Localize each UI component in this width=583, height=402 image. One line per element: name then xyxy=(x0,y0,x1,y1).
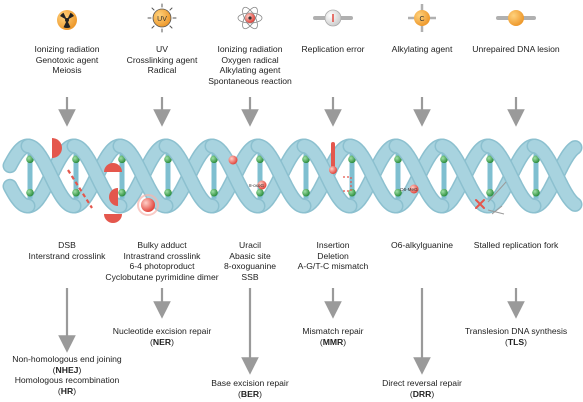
repair-label-tls: Translesion DNA synthesis (TLS) xyxy=(464,326,568,347)
oxygen-radical-icon xyxy=(237,6,263,30)
helix-front-segment-21 xyxy=(298,140,356,212)
lesion-label-5: O6-alkylguanine xyxy=(390,240,454,250)
base-pair-rung xyxy=(211,153,217,199)
helix-front-segment-7 xyxy=(252,140,310,212)
agent-arrows xyxy=(58,97,525,127)
base-pair-rung xyxy=(303,153,309,199)
uv-icon: UV xyxy=(147,3,177,33)
nucleotide-base xyxy=(348,155,356,164)
base-pair-rung xyxy=(487,153,493,199)
stalled-fork-x xyxy=(475,199,485,209)
replication-error-icon xyxy=(313,9,353,27)
helix-front-segment-25 xyxy=(482,140,540,212)
nucleotide-base xyxy=(440,188,448,197)
helix-front-segment-15 xyxy=(22,140,80,212)
oxoguanine-marker xyxy=(257,180,267,190)
helix-front-segment-1 xyxy=(4,180,34,212)
nucleotide-base xyxy=(118,188,126,197)
helix-front-segment-11 xyxy=(436,140,494,212)
repair-label-mmr: Mismatch repair (MMR) xyxy=(302,326,364,347)
nucleotide-base xyxy=(164,155,172,164)
nucleotide-base xyxy=(394,188,402,197)
nucleotide-base xyxy=(118,155,126,164)
uv-icon-label: UV xyxy=(157,16,167,23)
helix-front-segment-23 xyxy=(390,140,448,212)
nucleotide-base xyxy=(440,155,448,164)
insertion-marker xyxy=(331,142,335,170)
nucleotide-base xyxy=(26,188,34,197)
dsb-break-left xyxy=(52,138,62,158)
base-pair-rung xyxy=(533,153,539,199)
helix-front-segment-13 xyxy=(528,140,581,211)
dna-helix-front-strand xyxy=(2,138,583,214)
nucleotide-base xyxy=(210,155,218,164)
base-pair-rung xyxy=(441,153,447,199)
repair-arrows xyxy=(58,288,525,375)
agent-label-6: Unrepaired DNA lesion xyxy=(472,44,560,54)
nucleotide-base xyxy=(26,155,34,164)
nucleotide-base xyxy=(394,155,402,164)
helix-front-segment-5 xyxy=(160,140,218,212)
agent-label-4: Replication error xyxy=(301,44,365,54)
repair-label-ber: Base excision repair (BER) xyxy=(211,378,289,399)
nucleotide-base xyxy=(256,188,264,197)
base-pair-rung xyxy=(27,153,33,199)
base-pair-rung xyxy=(395,153,401,199)
radiation-icon xyxy=(57,10,77,30)
o6-alkylguanine-marker xyxy=(409,184,419,194)
deletion-marker xyxy=(343,176,352,192)
fork-pointer xyxy=(487,181,507,203)
nucleotide-base xyxy=(210,188,218,197)
nucleotide-base xyxy=(302,188,310,197)
bulky-adduct xyxy=(141,198,155,212)
dsb-break-top xyxy=(104,163,122,172)
lesion-label-6: Stalled replication fork xyxy=(473,240,559,250)
nucleotide-base xyxy=(532,155,540,164)
base-pair-rung xyxy=(165,153,171,199)
dna-base-pairs xyxy=(26,153,540,199)
nucleotide-base xyxy=(532,188,540,197)
alkylguanine-label: O6-MeG xyxy=(400,187,418,192)
base-pair-rung xyxy=(119,153,125,199)
nucleotide-base xyxy=(72,188,80,197)
dna-lesion-icon xyxy=(496,10,536,26)
agent-label-5: Alkylating agent xyxy=(391,44,453,54)
helix-front-segment-19 xyxy=(206,140,264,212)
nucleotide-base xyxy=(72,155,80,164)
nucleotide-base xyxy=(486,188,494,197)
nucleotide-base xyxy=(486,155,494,164)
nucleotide-base xyxy=(348,188,356,197)
helix-front-segment-9 xyxy=(344,140,402,212)
dsb-break-right xyxy=(109,188,118,206)
interstrand-crosslink xyxy=(67,169,93,209)
repair-label-nhej-hr: Non-homologous end joining (NHEJ) Homolo… xyxy=(12,354,122,396)
base-pair-rung xyxy=(349,153,355,199)
alkylating-agent-icon: C xyxy=(408,4,436,32)
base-pair-rung xyxy=(73,153,79,199)
nucleotide-base xyxy=(256,155,264,164)
alkylating-icon-label: C xyxy=(419,16,424,23)
lesion-markers: 8-oxoG O6-MeG xyxy=(52,138,507,223)
dsb-break-bottom xyxy=(104,214,122,223)
uracil-marker xyxy=(228,155,238,165)
oxoguanine-label: 8-oxoG xyxy=(249,183,264,188)
base-pair-rung xyxy=(257,153,263,199)
nucleotide-base xyxy=(302,155,310,164)
repair-label-drr: Direct reversal repair (DRR) xyxy=(382,378,462,399)
nucleotide-base xyxy=(164,188,172,197)
repair-label-ner: Nucleotide excision repair (NER) xyxy=(112,326,212,347)
